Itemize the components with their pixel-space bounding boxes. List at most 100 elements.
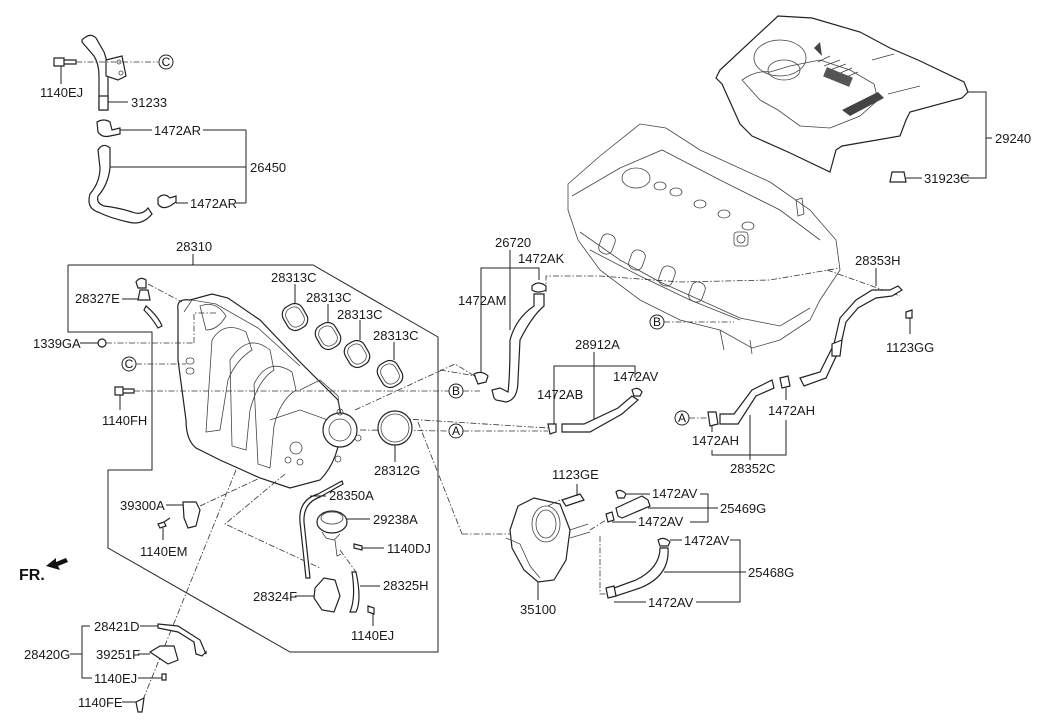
bolt-1140FH-group: 1140FH xyxy=(102,386,449,428)
label-1123GE: 1123GE xyxy=(552,467,599,482)
cylinder-head xyxy=(567,123,841,355)
hose-28325H[interactable] xyxy=(349,571,360,613)
pipe-28353H-group: 28353H 1123GG xyxy=(799,253,934,387)
nut-1339GA-group: 1339GA xyxy=(33,312,216,351)
bolt-1123GG[interactable] xyxy=(905,309,913,319)
clamp-1472AB[interactable] xyxy=(547,423,557,435)
hose-28350A-group: 28350A xyxy=(299,480,374,579)
actuator-29238A[interactable] xyxy=(316,510,348,534)
label-31923C: 31923C xyxy=(924,171,970,186)
ref-marker-A-left[interactable]: A xyxy=(448,423,464,439)
clamp-1472AV-b[interactable] xyxy=(615,489,627,499)
label-28421D: 28421D xyxy=(94,619,140,634)
label-1472AH-a: 1472AH xyxy=(692,433,739,448)
svg-text:C: C xyxy=(162,55,171,69)
clamp-1472AK[interactable] xyxy=(531,282,547,293)
ref-marker-B-left[interactable]: B xyxy=(448,383,464,399)
label-28313C-1: 28313C xyxy=(271,270,317,285)
hose-28352C[interactable] xyxy=(719,379,775,425)
front-direction-indicator: FR. xyxy=(19,558,68,584)
solenoid-28324F[interactable] xyxy=(313,577,341,613)
throttle-body-35100[interactable] xyxy=(505,497,591,583)
bolt-1140FE[interactable] xyxy=(135,696,145,713)
label-1472AV-d: 1472AV xyxy=(684,533,730,548)
clamp-1472AV-a[interactable] xyxy=(631,387,643,397)
bolt-1140EJ-c[interactable] xyxy=(161,673,167,681)
label-1472AV-a: 1472AV xyxy=(613,369,659,384)
hose-28325H-group: 28325H 1140EJ xyxy=(339,549,429,643)
label-1140DJ: 1140DJ xyxy=(387,541,431,556)
hose-25469G[interactable] xyxy=(615,495,651,519)
hose-25468G[interactable] xyxy=(613,547,669,597)
pipe-28353H[interactable] xyxy=(799,285,903,387)
bolt-1123GE[interactable] xyxy=(561,493,585,507)
ref-marker-C-manifold[interactable]: C xyxy=(121,356,137,372)
label-1472AV-e: 1472AV xyxy=(648,595,694,610)
label-1123GG: 1123GG xyxy=(886,340,934,355)
clamp-1472AH-b[interactable] xyxy=(779,375,791,389)
hose-25468G-group: 1472AV 1472AV 25468G xyxy=(605,533,794,610)
label-group-29240: 29240 31923C xyxy=(889,91,1031,186)
bolt-1140DJ[interactable] xyxy=(353,543,363,551)
solenoid-28324F-group: 28324F xyxy=(253,577,341,613)
clamp-1472AM[interactable] xyxy=(473,371,489,385)
gasket-28313C-4[interactable] xyxy=(374,357,406,391)
engine-cover-29240[interactable] xyxy=(715,15,969,173)
grommet-31923C[interactable] xyxy=(889,171,907,183)
label-28310: 28310 xyxy=(176,239,212,254)
label-35100: 35100 xyxy=(520,602,556,617)
label-28313C-3: 28313C xyxy=(337,307,383,322)
svg-text:B: B xyxy=(452,384,460,398)
bolt-1140EJ-b[interactable] xyxy=(367,605,375,615)
hose-26720[interactable] xyxy=(491,293,545,403)
sensor-39300A[interactable] xyxy=(182,501,201,529)
label-1339GA: 1339GA xyxy=(33,336,81,351)
clamp-1472AV-c[interactable] xyxy=(605,511,615,523)
actuator-29238A-group: 29238A 1140DJ xyxy=(316,510,431,557)
label-1140EJ-c: 1140EJ xyxy=(94,671,137,686)
sensor-39300A-group: 39300A 1140EM xyxy=(120,477,261,559)
gasket-28312G-group: 28312G xyxy=(374,410,420,478)
bracket-39251F[interactable] xyxy=(148,645,179,665)
bolt-1140FH[interactable] xyxy=(114,386,135,396)
bracket-28420G-group: 28420G 28421D 39251F 1140EJ 1140FE xyxy=(24,619,207,713)
clamp-1472AV-e[interactable] xyxy=(605,585,617,599)
ref-marker-C-top[interactable]: C xyxy=(158,54,174,70)
bolt-1140EM[interactable] xyxy=(157,517,171,529)
label-39300A: 39300A xyxy=(120,498,165,513)
gasket-28313C-1[interactable] xyxy=(279,300,311,334)
hose-26450[interactable] xyxy=(88,144,153,224)
intake-manifold[interactable] xyxy=(177,293,343,489)
label-29238A: 29238A xyxy=(373,512,418,527)
clamp-1472AR-a[interactable] xyxy=(96,119,121,138)
clamp-1472AV-d[interactable] xyxy=(657,537,671,547)
label-28324F: 28324F xyxy=(253,589,297,604)
valve-28327E[interactable] xyxy=(137,289,151,301)
hose-28912A[interactable] xyxy=(561,395,639,433)
label-31233: 31233 xyxy=(131,95,167,110)
gasket-28313C-2[interactable] xyxy=(312,319,344,353)
gasket-28312G[interactable] xyxy=(377,410,413,446)
label-28420G: 28420G xyxy=(24,647,70,662)
clamp-1472AH-a[interactable] xyxy=(707,411,719,427)
label-28325H: 28325H xyxy=(383,578,429,593)
label-1472AB: 1472AB xyxy=(537,387,583,402)
gasket-28313C-3[interactable] xyxy=(341,337,373,371)
svg-text:A: A xyxy=(678,411,686,425)
label-1472AK: 1472AK xyxy=(518,251,565,266)
bolt-1140EJ-a[interactable] xyxy=(53,57,77,67)
hose-28350A[interactable] xyxy=(299,480,344,579)
svg-text:B: B xyxy=(653,315,661,329)
nut-1339GA[interactable] xyxy=(97,338,107,348)
bracket-28421D[interactable] xyxy=(157,623,207,657)
label-1472AM: 1472AM xyxy=(458,293,506,308)
ref-marker-B-right[interactable]: B xyxy=(649,314,665,330)
valve-28327E-group: 28327E xyxy=(75,277,183,329)
clamp-1472AR-b[interactable] xyxy=(157,194,177,209)
throttle-flange xyxy=(322,408,362,463)
label-25469G: 25469G xyxy=(720,501,766,516)
ref-marker-A-right[interactable]: A xyxy=(674,410,690,426)
hose-28912A-group: 28912A 1472AB 1472AV xyxy=(537,337,659,435)
label-1472AR-b: 1472AR xyxy=(190,196,237,211)
